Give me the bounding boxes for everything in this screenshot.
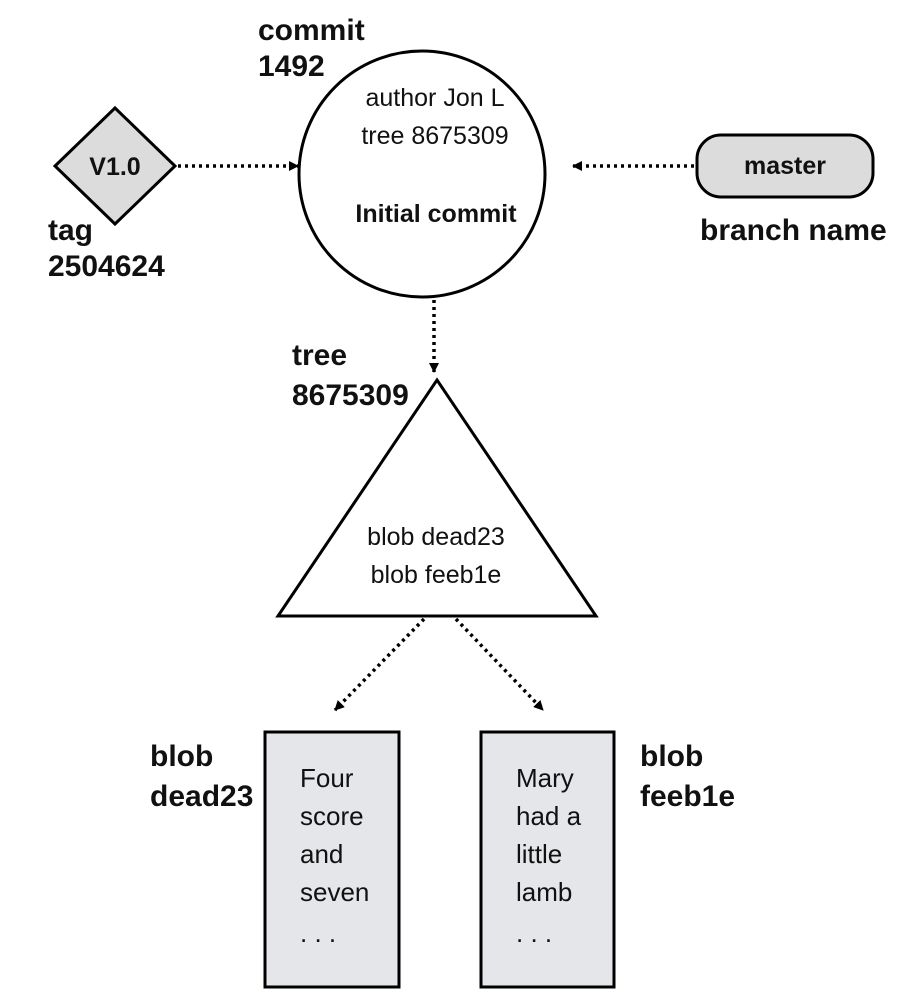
blob-content-line: Four — [300, 763, 354, 793]
blob-id-label: feeb1e — [640, 780, 735, 813]
blob-node-dead23: blob dead23 Four score and seven . . . — [150, 730, 401, 989]
blob-content-line: had a — [516, 801, 582, 831]
branch-name: master — [744, 152, 826, 180]
blob-document-feeb1e — [479, 730, 616, 989]
commit-author-line: author Jon L — [366, 84, 505, 112]
blob-type-label: blob — [640, 740, 703, 773]
tree-triangle — [275, 377, 599, 618]
tag-type-label: tag — [48, 214, 93, 247]
branch-caption: branch name — [700, 214, 887, 247]
commit-tree-line: tree 8675309 — [361, 122, 508, 150]
tree-node: tree 8675309 blob dead23 blob feeb1e — [275, 339, 599, 618]
blob-content-line: little — [516, 839, 562, 869]
blob-id-label: dead23 — [150, 780, 253, 813]
tree-entry-2: blob feeb1e — [371, 561, 502, 589]
tag-diamond — [52, 105, 178, 227]
commit-message: Initial commit — [355, 200, 517, 228]
commit-id-label: 1492 — [258, 50, 325, 83]
tag-id-label: 2504624 — [48, 250, 165, 283]
tree-entry-1: blob dead23 — [367, 523, 505, 551]
commit-node: commit 1492 author Jon L tree 8675309 In… — [258, 14, 547, 299]
tree-type-label: tree — [292, 339, 347, 372]
blob-content-line: score — [300, 801, 364, 831]
arrow-tree-to-blob-feeb1e — [454, 617, 545, 712]
branch-node: master branch name — [695, 133, 887, 247]
blob-document-dead23 — [263, 730, 401, 989]
blob-type-label: blob — [150, 740, 213, 773]
branch-pill — [695, 133, 875, 199]
blob-content-line: lamb — [516, 877, 572, 907]
blob-node-feeb1e: blob feeb1e Mary had a little lamb . . . — [479, 730, 735, 989]
blob-content-line: seven — [300, 877, 369, 907]
tag-name: V1.0 — [89, 153, 140, 181]
commit-type-label: commit — [258, 14, 365, 47]
commit-circle — [297, 49, 547, 299]
tree-id-label: 8675309 — [292, 379, 409, 412]
tag-node: V1.0 tag 2504624 — [48, 105, 178, 283]
blob-content-ellipsis: . . . — [300, 918, 336, 948]
blob-content-ellipsis: . . . — [516, 918, 552, 948]
arrow-tree-to-blob-dead23 — [333, 617, 426, 712]
blob-content-line: Mary — [516, 763, 574, 793]
blob-content-line: and — [300, 839, 343, 869]
